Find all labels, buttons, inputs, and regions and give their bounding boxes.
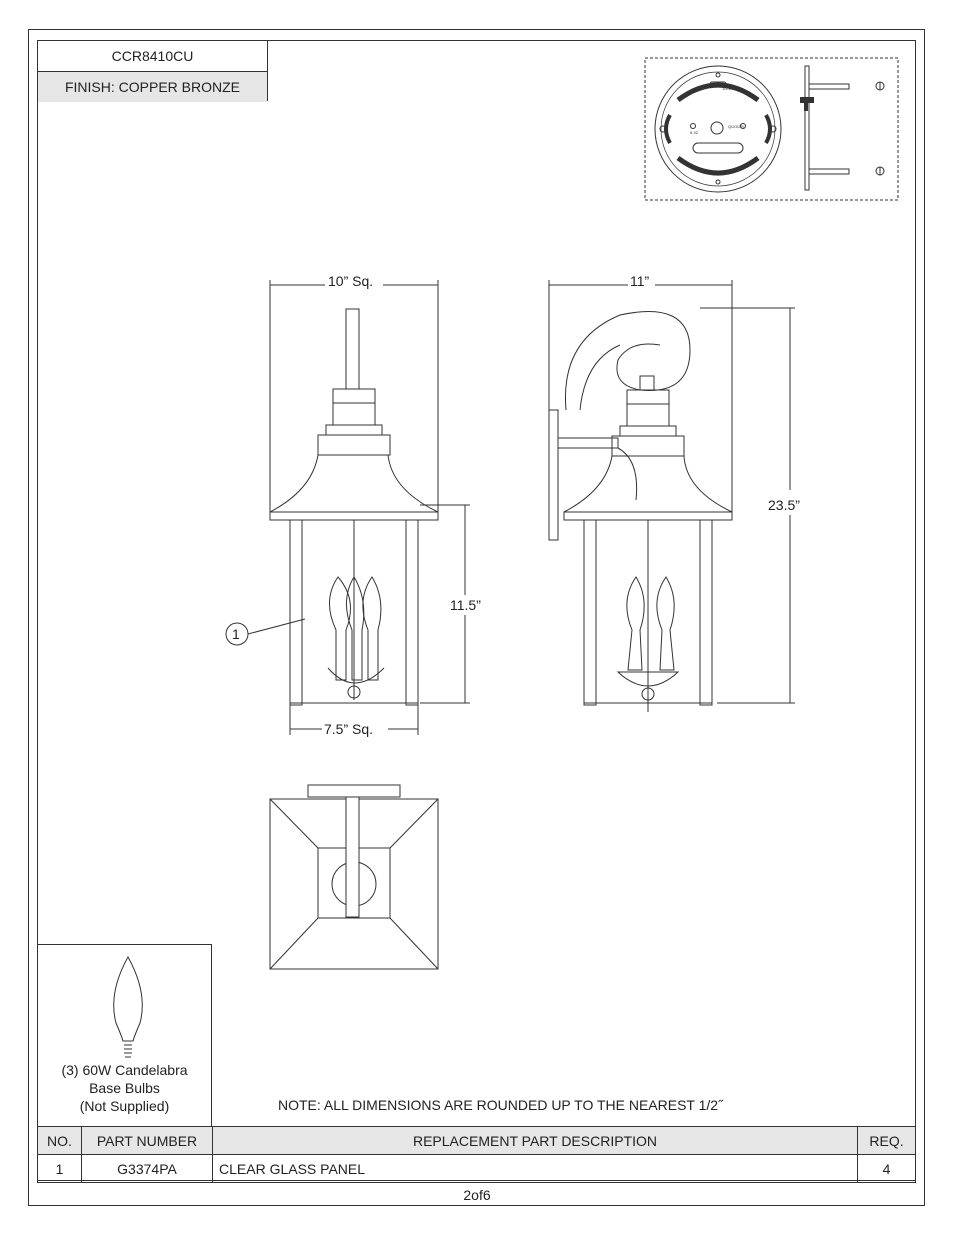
dim-height-total: 23.5”: [768, 497, 800, 513]
bracket-brand-text: QUOIZEL: [728, 124, 746, 129]
model-number: CCR8410CU: [38, 41, 267, 72]
col-part-number: PART NUMBER: [81, 1126, 213, 1155]
col-no: NO.: [37, 1126, 82, 1155]
col-description: REPLACEMENT PART DESCRIPTION: [212, 1126, 858, 1155]
title-block: CCR8410CU FINISH: COPPER BRONZE: [37, 40, 268, 102]
candelabra-bulb-icon: [113, 955, 143, 1058]
row-description: CLEAR GLASS PANEL: [212, 1154, 858, 1183]
outer-border: [28, 29, 925, 1206]
bracket-size-text: 8-32: [690, 130, 699, 135]
parts-table-header: NO. PART NUMBER REPLACEMENT PART DESCRIP…: [37, 1126, 916, 1155]
dim-width-top: 10” Sq.: [328, 273, 373, 289]
finish-label: FINISH: COPPER BRONZE: [38, 72, 267, 102]
bulb-line-3: (Not Supplied): [79, 1098, 170, 1114]
row-no: 1: [37, 1154, 82, 1183]
dim-height-body: 11.5”: [450, 597, 481, 613]
bulb-info-box: (3) 60W Candelabra Base Bulbs (Not Suppl…: [37, 944, 212, 1127]
dimension-note: NOTE: ALL DIMENSIONS ARE ROUNDED UP TO T…: [278, 1097, 723, 1113]
callout-number: 1: [232, 626, 240, 642]
bulb-line-2: Base Bulbs: [89, 1080, 160, 1096]
bulb-line-1: (3) 60W Candelabra: [61, 1062, 188, 1078]
row-part-number: G3374PA: [81, 1154, 213, 1183]
dim-depth: 11”: [630, 273, 650, 289]
bracket-size-text-2: 1/4-20: [722, 86, 734, 91]
col-req: REQ.: [857, 1126, 916, 1155]
row-req: 4: [857, 1154, 916, 1183]
dim-width-bottom: 7.5” Sq.: [324, 721, 373, 737]
parts-table: NO. PART NUMBER REPLACEMENT PART DESCRIP…: [37, 1126, 916, 1183]
table-row: 1 G3374PA CLEAR GLASS PANEL 4: [37, 1154, 916, 1183]
page-number: 2of6: [463, 1187, 491, 1203]
